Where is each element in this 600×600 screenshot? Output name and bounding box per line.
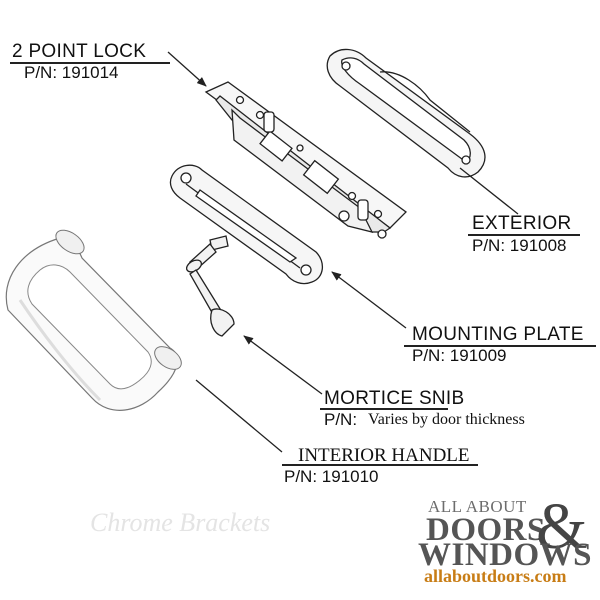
logo-all-about: ALL ABOUT bbox=[428, 497, 527, 516]
two-point-lock-part-number: P/N: 191014 bbox=[24, 63, 119, 82]
leader-line-interior-handle bbox=[195, 379, 283, 453]
two-point-lock-part bbox=[204, 81, 407, 239]
chrome-brackets-watermark: Chrome Brackets bbox=[90, 508, 271, 537]
two-point-lock-underline bbox=[10, 62, 170, 64]
two-point-lock-title: 2 POINT LOCK bbox=[12, 41, 147, 62]
mounting-plate-part bbox=[169, 164, 323, 285]
logo-ampersand: & bbox=[536, 490, 588, 563]
interior-handle-underline bbox=[282, 464, 478, 466]
mounting-plate-part-number: P/N: 191009 bbox=[412, 346, 507, 365]
leader-line-exterior bbox=[459, 167, 519, 215]
mounting-plate-underline bbox=[404, 345, 596, 347]
mortice-snib-part-number-prefix: P/N: bbox=[324, 410, 358, 429]
interior-handle-part bbox=[5, 229, 182, 411]
leader-line-two-point-lock bbox=[167, 51, 207, 87]
mortice-snib-title: MORTICE SNIB bbox=[324, 388, 465, 409]
mortice-snib-underline bbox=[320, 408, 448, 410]
exterior-underline bbox=[468, 234, 580, 236]
mounting-plate-title: MOUNTING PLATE bbox=[412, 324, 584, 345]
leader-line-mounting-plate bbox=[331, 271, 407, 329]
exterior-part-number: P/N: 191008 bbox=[472, 236, 567, 255]
logo-url-link[interactable]: allaboutdoors.com bbox=[424, 566, 567, 586]
interior-handle-title: INTERIOR HANDLE bbox=[298, 445, 470, 466]
leader-line-mortice-snib bbox=[243, 335, 323, 395]
exterior-part bbox=[326, 48, 486, 178]
interior-handle-part-number: P/N: 191010 bbox=[284, 467, 379, 486]
logo-windows: WINDOWS bbox=[418, 537, 593, 573]
exterior-title: EXTERIOR bbox=[472, 213, 572, 234]
mortice-snib-part bbox=[185, 235, 235, 337]
mortice-snib-part-number-note: Varies by door thickness bbox=[368, 411, 525, 428]
logo-doors: DOORS bbox=[426, 512, 546, 548]
